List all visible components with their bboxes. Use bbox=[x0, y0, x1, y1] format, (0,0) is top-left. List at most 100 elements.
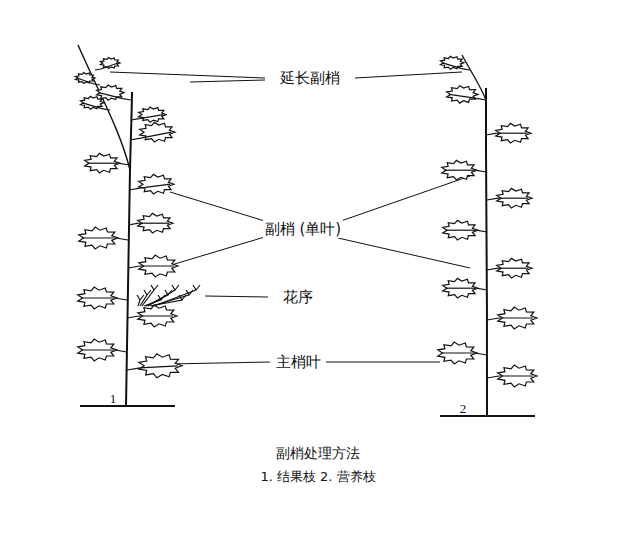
leader-line bbox=[338, 238, 470, 268]
leaf-blade bbox=[138, 305, 177, 327]
leaf-blade bbox=[497, 258, 532, 278]
leader-line bbox=[355, 72, 462, 78]
leaf-stalk bbox=[94, 84, 100, 85]
leaf-vein bbox=[77, 78, 94, 84]
leaf-vein bbox=[499, 375, 533, 376]
flower-branch bbox=[152, 290, 193, 306]
leaf-stalk bbox=[131, 119, 139, 120]
caption: 副梢处理方法 bbox=[274, 445, 362, 462]
leader-line bbox=[205, 296, 268, 297]
leaf-blade bbox=[75, 73, 95, 84]
leaf-blade bbox=[442, 160, 477, 180]
leaf-blade bbox=[443, 220, 478, 240]
leaf-blade bbox=[138, 213, 173, 233]
leaf-blade bbox=[81, 96, 105, 109]
flower-branch bbox=[142, 285, 158, 306]
leaf bbox=[487, 258, 532, 278]
part-label: 花序 bbox=[281, 288, 315, 306]
leaf bbox=[78, 287, 127, 309]
leaf bbox=[129, 174, 174, 194]
leader-line bbox=[170, 192, 268, 222]
leaf bbox=[442, 160, 486, 180]
leaf-vein bbox=[81, 297, 115, 298]
leaf-vein bbox=[498, 198, 529, 199]
leaf-blade bbox=[496, 123, 531, 143]
leader-line bbox=[338, 176, 470, 222]
main-stem bbox=[126, 92, 132, 406]
leaf bbox=[79, 227, 128, 249]
leaf-vein bbox=[445, 170, 476, 171]
leaf-vein bbox=[88, 163, 119, 164]
leaf-vein bbox=[82, 103, 102, 109]
leaf bbox=[127, 305, 177, 327]
leaf-vein bbox=[441, 352, 475, 353]
leaf-vein bbox=[446, 230, 477, 231]
leaf-vein bbox=[101, 63, 118, 69]
main-stem bbox=[486, 88, 487, 416]
leader-line bbox=[168, 236, 268, 266]
leader-line bbox=[190, 80, 265, 82]
leaf-stalk bbox=[487, 376, 499, 378]
flower-branch bbox=[154, 285, 200, 306]
leaf-vein bbox=[141, 132, 172, 138]
leaf bbox=[97, 85, 131, 100]
leaf bbox=[443, 220, 487, 240]
leaf-vein bbox=[498, 268, 529, 269]
leaf-stalk bbox=[476, 98, 486, 100]
leaf-stalk bbox=[130, 138, 141, 140]
leaf bbox=[78, 339, 127, 361]
leaf-stalk bbox=[103, 109, 110, 110]
leaf-blade bbox=[78, 339, 117, 361]
leaf-stalk bbox=[463, 69, 470, 70]
leaf-blade bbox=[97, 85, 124, 100]
leaf-vein bbox=[139, 115, 163, 119]
callout-number: 2 bbox=[458, 401, 469, 417]
leaf-stalk bbox=[127, 316, 139, 318]
leaf bbox=[487, 307, 537, 329]
leaf bbox=[487, 188, 532, 208]
leaf-vein bbox=[82, 237, 116, 238]
leaf bbox=[128, 213, 173, 233]
part-label: 延长副梢 bbox=[278, 69, 342, 87]
leaf-blade bbox=[140, 122, 175, 142]
leaf-blade bbox=[438, 342, 477, 364]
leaf bbox=[131, 107, 166, 122]
leaf-vein bbox=[497, 133, 528, 134]
leaf-blade bbox=[79, 227, 118, 249]
leaf-blade bbox=[100, 58, 120, 69]
leaf-vein bbox=[499, 317, 533, 318]
leaf-vein bbox=[140, 366, 177, 368]
leaf-vein bbox=[139, 315, 173, 316]
leaf bbox=[85, 153, 129, 173]
leaf bbox=[75, 73, 100, 85]
part-label: 主梢叶 bbox=[274, 353, 323, 371]
leaf bbox=[443, 278, 487, 298]
leaf-blade bbox=[139, 354, 182, 378]
leaf-stalk bbox=[129, 188, 140, 190]
leaf-blade bbox=[498, 365, 537, 387]
leaf-blade bbox=[139, 107, 166, 122]
leaf-vein bbox=[140, 184, 171, 188]
leaf-stalk bbox=[128, 223, 139, 225]
leaf-blade bbox=[497, 188, 532, 208]
leaf-stalk bbox=[486, 133, 497, 135]
leaf bbox=[128, 255, 178, 277]
extension-shoot bbox=[78, 45, 130, 170]
leaf-vein bbox=[139, 223, 170, 224]
inflorescence bbox=[137, 285, 200, 306]
leaf-stalk bbox=[95, 69, 101, 70]
leaf-blade bbox=[139, 174, 174, 194]
leaf bbox=[81, 96, 111, 110]
leaf bbox=[447, 86, 486, 103]
leaf bbox=[441, 56, 471, 70]
leader-line bbox=[168, 362, 270, 364]
leaf-vein bbox=[446, 288, 477, 289]
leaf bbox=[130, 122, 175, 142]
leaf-blade bbox=[441, 56, 465, 69]
leaf-blade bbox=[78, 287, 117, 309]
leaf-blade bbox=[443, 278, 478, 298]
leaf-vein bbox=[442, 63, 462, 69]
leaf-blade bbox=[85, 153, 120, 173]
leaf-stalk bbox=[487, 318, 499, 320]
leaf-vein bbox=[140, 265, 174, 266]
